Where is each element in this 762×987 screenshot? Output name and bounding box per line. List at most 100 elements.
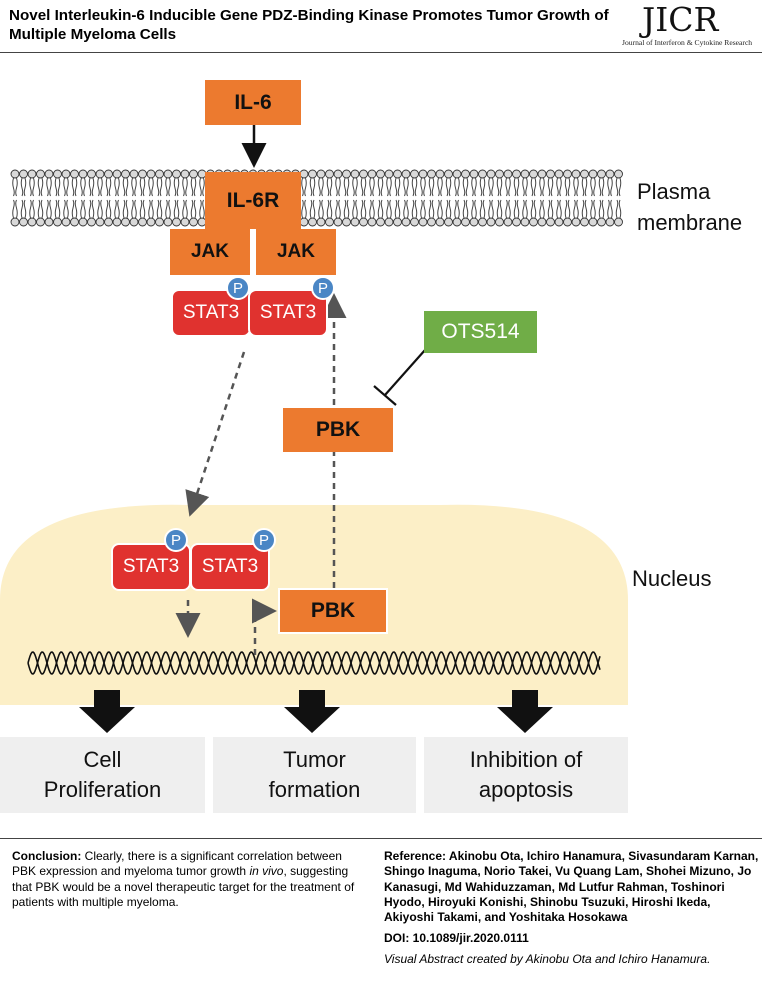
lipid-tail: [46, 199, 49, 219]
outcome-label: Tumor formation: [268, 747, 361, 802]
lipid-head: [614, 217, 623, 227]
plasma-membrane: [10, 169, 623, 227]
lipid-tail: [380, 199, 384, 219]
lipid-head: [503, 217, 513, 227]
lipid-tail: [471, 177, 474, 197]
lipid-tail: [539, 177, 542, 197]
lipid-tail: [131, 177, 134, 197]
lipid-tail: [15, 177, 18, 197]
conclusion-label: Conclusion:: [12, 849, 82, 863]
lipid-head: [112, 217, 122, 227]
lipid-head: [393, 169, 402, 179]
lipid-head: [571, 169, 581, 179]
lipid-tail: [199, 177, 202, 197]
lipid-head: [367, 217, 377, 227]
lipid-head: [27, 169, 37, 179]
lipid-tail: [522, 199, 525, 219]
lipid-head: [537, 217, 547, 227]
lipid-tail: [329, 199, 333, 219]
lipid-head: [393, 217, 402, 227]
lipid-tail: [377, 177, 381, 197]
lipid-head: [410, 169, 419, 179]
lipid-tail: [423, 199, 426, 219]
lipid-tail: [142, 199, 146, 219]
lipid-tail: [559, 199, 562, 219]
lipid-head: [427, 217, 436, 227]
lipid-head: [121, 217, 130, 227]
lipid-head: [461, 217, 470, 227]
lipid-tail: [431, 177, 435, 197]
lipid-tail: [590, 199, 593, 219]
lipid-head: [10, 169, 20, 179]
lipid-head: [299, 169, 309, 179]
lipid-tail: [355, 199, 358, 219]
lipid-head: [418, 169, 428, 179]
journal-logo-mark: JICR: [642, 0, 719, 39]
lipid-tail: [522, 177, 525, 197]
journal-name: Journal of Interferon & Cytokine Researc…: [622, 38, 753, 47]
lipid-head: [70, 217, 79, 227]
lipid-head: [588, 169, 598, 179]
lipid-tail: [309, 199, 313, 219]
lipid-tail: [100, 177, 103, 197]
lipid-head: [36, 169, 45, 179]
lipid-head: [537, 169, 547, 179]
lipid-head: [418, 217, 428, 227]
stat3-nuclear-right: STAT3: [190, 543, 270, 591]
lipid-tail: [360, 199, 364, 219]
lipid-tail: [193, 177, 197, 197]
lipid-head: [563, 217, 572, 227]
lipid-tail: [20, 199, 24, 219]
lipid-tail: [530, 177, 534, 197]
lipid-tail: [403, 199, 406, 219]
lipid-tail: [471, 199, 474, 219]
phospho-badge-3: P: [164, 528, 188, 552]
outcome-cell-proliferation: Cell Proliferation: [0, 737, 205, 813]
lipid-head: [367, 169, 377, 179]
lipid-head: [316, 169, 326, 179]
lipid-tail: [482, 199, 486, 219]
lipid-tail: [159, 177, 163, 197]
lipid-head: [435, 169, 445, 179]
lipid-head: [53, 217, 62, 227]
lipid-head: [325, 217, 334, 227]
lipid-head: [597, 217, 606, 227]
lipid-tail: [202, 199, 205, 219]
lipid-tail: [29, 199, 32, 219]
lipid-tail: [525, 177, 528, 197]
lipid-tail: [610, 177, 613, 197]
lipid-tail: [29, 177, 32, 197]
lipid-head: [571, 217, 581, 227]
lipid-tail: [598, 177, 602, 197]
lipid-tail: [567, 177, 571, 197]
lipid-tail: [488, 177, 491, 197]
stat3-membrane-right: STAT3: [248, 289, 328, 337]
lipid-head: [10, 217, 20, 227]
stat3-nuclear-translocation-arrow: [185, 351, 246, 517]
lipid-tail: [97, 199, 100, 219]
lipid-tail: [431, 199, 435, 219]
lipid-tail: [564, 177, 568, 197]
lipid-tail: [168, 199, 171, 219]
lipid-tail: [598, 199, 602, 219]
lipid-tail: [496, 199, 500, 219]
outcome-arrow-3: [497, 690, 553, 733]
lipid-tail: [37, 177, 41, 197]
lipid-tail: [148, 177, 151, 197]
lipid-tail: [57, 199, 61, 219]
lipid-tail: [343, 177, 347, 197]
lipid-head: [452, 169, 462, 179]
lipid-head: [61, 169, 71, 179]
lipid-tail: [117, 199, 120, 219]
lipid-head: [486, 217, 496, 227]
lipid-head: [605, 169, 615, 179]
pbk-cytoplasm-box: PBK: [283, 408, 393, 452]
lipid-head: [580, 169, 589, 179]
lipid-tail: [420, 177, 423, 197]
lipid-tail: [437, 177, 440, 197]
lipid-tail: [301, 199, 304, 219]
lipid-tail: [488, 199, 491, 219]
lipid-tail: [601, 177, 605, 197]
lipid-tail: [318, 199, 321, 219]
lipid-head: [87, 169, 96, 179]
